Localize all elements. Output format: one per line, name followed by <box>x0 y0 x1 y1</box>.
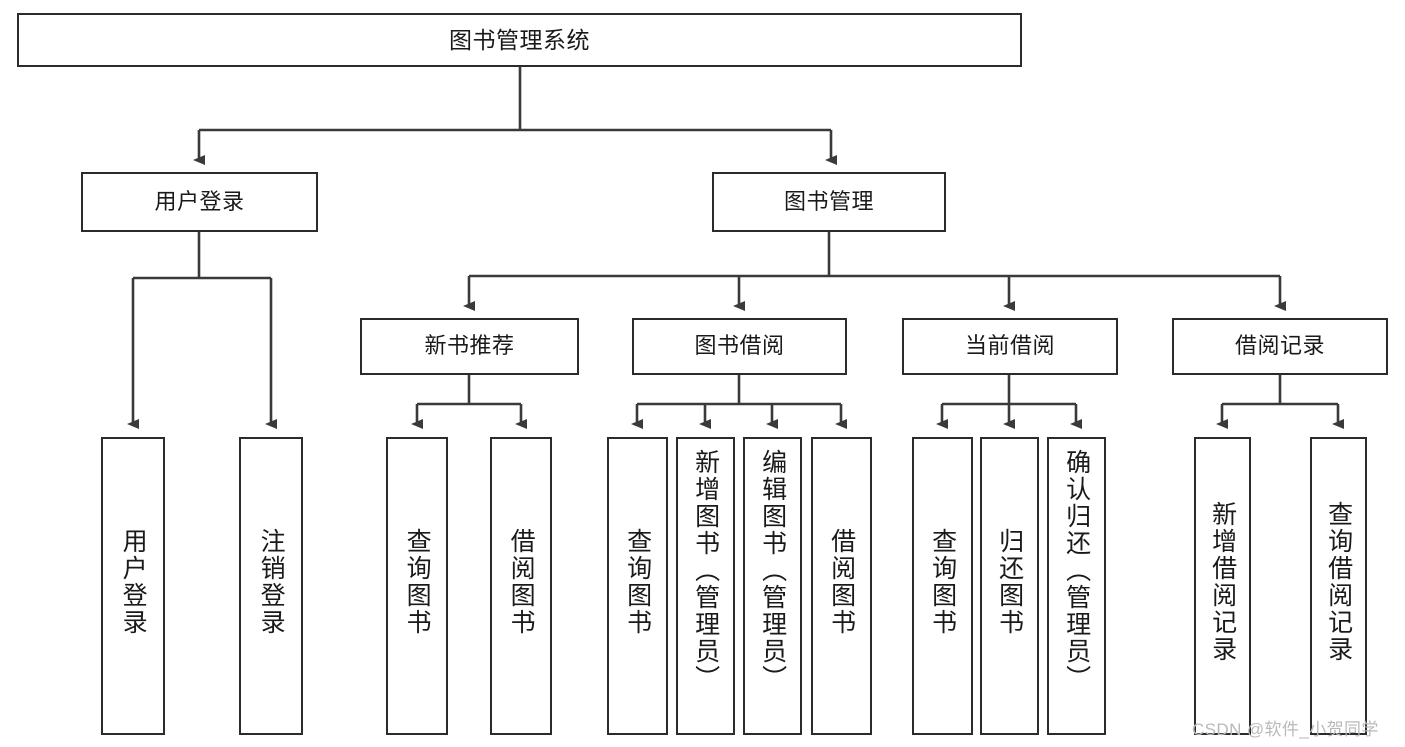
node-leaf-query-record[interactable]: 查询借阅记录 <box>1310 437 1367 735</box>
node-current-borrow-label: 当前借阅 <box>964 333 1055 359</box>
node-user-login[interactable]: 用户登录 <box>81 172 318 232</box>
node-book-manage[interactable]: 图书管理 <box>712 172 946 232</box>
node-leaf-query-book-1-label: 查询图书 <box>403 528 432 636</box>
node-leaf-user-logout-label: 注销登录 <box>257 528 286 636</box>
node-borrow-record-label: 借阅记录 <box>1234 333 1325 359</box>
node-leaf-borrow-book-1[interactable]: 借阅图书 <box>490 437 552 735</box>
node-leaf-add-record-label: 新增借阅记录 <box>1208 501 1237 663</box>
node-leaf-add-book[interactable]: 新增图书（管理员） <box>676 437 735 735</box>
node-leaf-add-book-label: 新增图书（管理员） <box>691 449 720 692</box>
node-leaf-borrow-book-1-label: 借阅图书 <box>507 528 536 636</box>
node-book-borrow[interactable]: 图书借阅 <box>632 318 847 375</box>
node-root[interactable]: 图书管理系统 <box>17 13 1022 67</box>
node-leaf-query-book-2-label: 查询图书 <box>623 528 652 636</box>
node-leaf-edit-book[interactable]: 编辑图书（管理员） <box>743 437 802 735</box>
node-book-manage-label: 图书管理 <box>783 188 874 214</box>
node-new-book-recommend-label: 新书推荐 <box>424 333 515 359</box>
node-borrow-record[interactable]: 借阅记录 <box>1172 318 1388 375</box>
node-user-login-label: 用户登录 <box>154 188 245 214</box>
node-leaf-borrow-book-2-label: 借阅图书 <box>827 528 856 636</box>
node-leaf-return-book[interactable]: 归还图书 <box>980 437 1039 735</box>
node-leaf-user-login-label: 用户登录 <box>119 528 148 636</box>
node-leaf-query-record-label: 查询借阅记录 <box>1324 501 1353 663</box>
node-leaf-query-book-1[interactable]: 查询图书 <box>386 437 448 735</box>
node-new-book-recommend[interactable]: 新书推荐 <box>360 318 579 375</box>
node-leaf-user-logout[interactable]: 注销登录 <box>239 437 303 735</box>
node-current-borrow[interactable]: 当前借阅 <box>902 318 1118 375</box>
node-leaf-query-book-3[interactable]: 查询图书 <box>912 437 973 735</box>
node-leaf-add-record[interactable]: 新增借阅记录 <box>1194 437 1251 735</box>
node-book-borrow-label: 图书借阅 <box>694 333 785 359</box>
node-leaf-query-book-3-label: 查询图书 <box>928 528 957 636</box>
node-leaf-return-book-label: 归还图书 <box>995 528 1024 636</box>
node-root-label: 图书管理系统 <box>449 26 590 53</box>
node-leaf-confirm-return-label: 确认归还（管理员） <box>1062 449 1091 692</box>
node-leaf-edit-book-label: 编辑图书（管理员） <box>758 449 787 692</box>
node-leaf-user-login[interactable]: 用户登录 <box>101 437 165 735</box>
node-leaf-borrow-book-2[interactable]: 借阅图书 <box>811 437 872 735</box>
csdn-watermark: CSDN @软件_小贺同学 <box>1192 720 1379 739</box>
node-leaf-confirm-return[interactable]: 确认归还（管理员） <box>1047 437 1106 735</box>
node-leaf-query-book-2[interactable]: 查询图书 <box>607 437 668 735</box>
